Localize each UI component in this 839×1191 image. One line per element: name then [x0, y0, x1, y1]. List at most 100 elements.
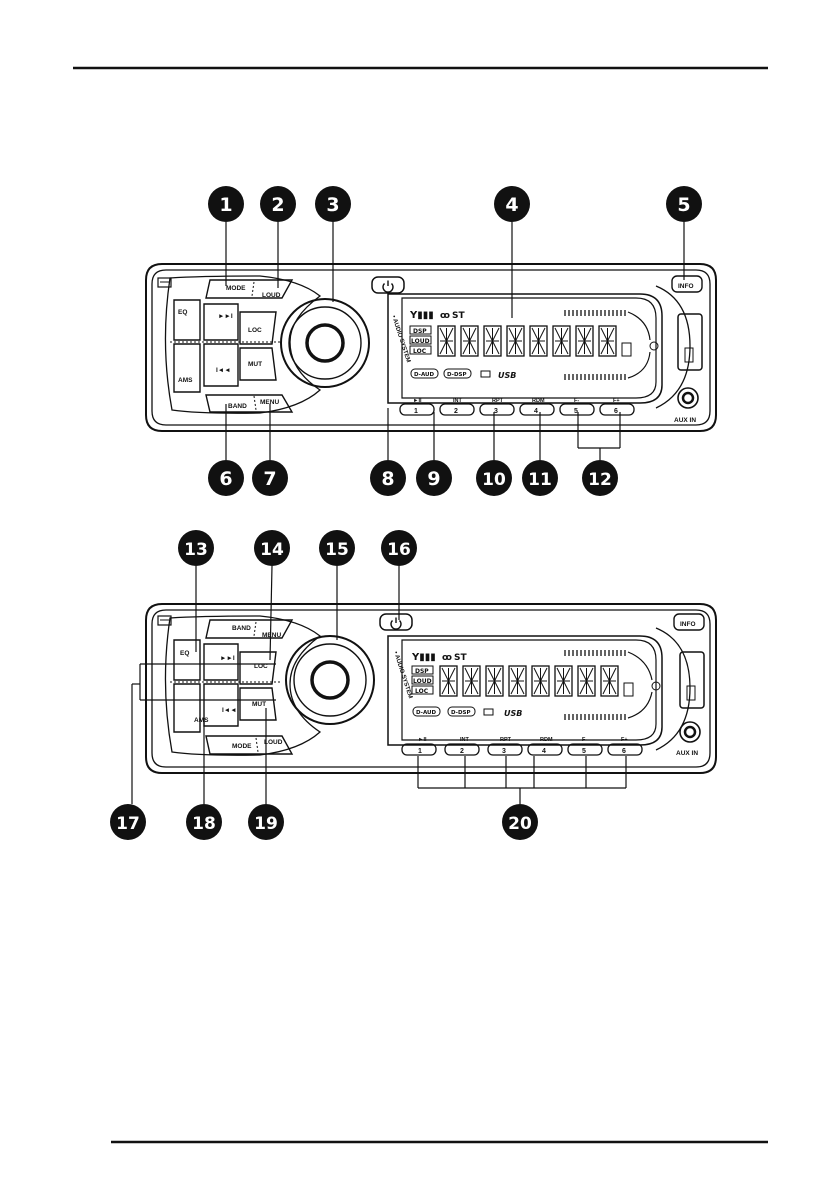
svg-text:1: 1 [414, 408, 418, 415]
callout-3 [315, 186, 351, 222]
svg-text:MODE: MODE [232, 743, 252, 750]
preset-2[interactable] [439, 403, 475, 416]
svg-text:13: 13 [184, 540, 208, 560]
callout-20 [502, 804, 538, 840]
mut-button[interactable] [239, 347, 277, 381]
aux-jack-2[interactable] [679, 721, 701, 743]
svg-text:DSP: DSP [413, 328, 427, 335]
callout-18 [186, 804, 222, 840]
spectrum-bars-2 [564, 650, 626, 720]
info-button-2[interactable] [673, 613, 705, 631]
svg-text:INFO: INFO [678, 283, 694, 290]
ams-button-2[interactable] [173, 683, 201, 733]
svg-text:RDM: RDM [540, 737, 553, 743]
loc-button[interactable] [239, 311, 277, 345]
svg-text:RPT: RPT [500, 737, 512, 743]
preset-5[interactable] [559, 403, 595, 416]
svg-text:I◄◄: I◄◄ [222, 707, 237, 714]
display-window-2 [387, 635, 663, 746]
eq-button[interactable] [173, 299, 201, 341]
svg-text:BAND: BAND [228, 403, 247, 410]
svg-text:18: 18 [192, 814, 216, 834]
svg-text:14: 14 [260, 540, 284, 560]
svg-text:F+: F+ [613, 398, 620, 404]
svg-text:20: 20 [508, 814, 532, 834]
callout-7 [252, 460, 288, 496]
svg-text:ꝏ: ꝏ [440, 311, 450, 321]
callout-15 [319, 530, 355, 566]
ams-button[interactable] [173, 343, 201, 393]
preset-4[interactable] [527, 743, 563, 756]
volume-knob-2[interactable] [285, 635, 375, 725]
preset-3[interactable] [479, 403, 515, 416]
svg-text:3: 3 [326, 194, 339, 216]
callout-19 [248, 804, 284, 840]
svg-text:9: 9 [427, 468, 440, 490]
svg-text:16: 16 [387, 540, 411, 560]
svg-text:3: 3 [502, 748, 506, 755]
svg-text:5: 5 [582, 748, 586, 755]
preset-1[interactable] [399, 403, 435, 416]
power-button-2[interactable] [379, 613, 413, 631]
mode-button-2[interactable] [205, 735, 294, 755]
callout-14 [254, 530, 290, 566]
usb-slot-2[interactable] [679, 651, 705, 709]
preset-1[interactable] [401, 743, 437, 756]
next-button-2[interactable] [203, 643, 239, 681]
svg-text:D-DSP: D-DSP [447, 372, 467, 378]
svg-text:2: 2 [460, 748, 464, 755]
svg-text:2: 2 [271, 194, 284, 216]
preset-2[interactable] [444, 743, 480, 756]
leader-lines-bottom [131, 565, 627, 804]
svg-text:AMS: AMS [194, 717, 209, 724]
callout-13 [178, 530, 214, 566]
svg-text:D-DSP: D-DSP [451, 710, 471, 716]
svg-text:Y▮▮▮: Y▮▮▮ [411, 652, 436, 663]
prev-button-2[interactable] [203, 683, 239, 727]
preset-buttons: ►II 1 INT 2 RPT 3 RDM 4 F- 5 F+ 6 [399, 398, 635, 416]
svg-text:5: 5 [574, 408, 578, 415]
svg-text:ꝏ: ꝏ [442, 653, 452, 663]
svg-text:15: 15 [325, 540, 349, 560]
svg-text:►►I: ►►I [218, 313, 233, 320]
preset-3[interactable] [487, 743, 523, 756]
svg-text:F+: F+ [621, 737, 628, 743]
band-button-2[interactable] [205, 619, 294, 639]
preset-6[interactable] [607, 743, 643, 756]
power-button[interactable] [371, 276, 405, 294]
preset-6[interactable] [599, 403, 635, 416]
faceplate-outline-2 [145, 603, 717, 774]
callouts-top: 1 2 3 4 5 6 7 8 9 10 11 12 [208, 186, 702, 496]
callouts-bottom: 13 14 15 16 17 18 19 20 [110, 530, 538, 840]
callout-8 [370, 460, 406, 496]
eq-button-2[interactable] [173, 639, 201, 681]
usb-slot[interactable] [677, 313, 703, 371]
svg-text:2: 2 [454, 408, 458, 415]
preset-4[interactable] [519, 403, 555, 416]
band-button[interactable] [205, 394, 294, 413]
svg-text:10: 10 [482, 470, 506, 490]
svg-text:INFO: INFO [680, 621, 696, 628]
next-button[interactable] [203, 303, 239, 341]
mut-button-2[interactable] [239, 687, 277, 721]
volume-knob[interactable] [280, 298, 370, 388]
svg-text:4: 4 [534, 408, 538, 415]
svg-text:MENU: MENU [262, 632, 281, 639]
svg-text:D-AUD: D-AUD [414, 372, 435, 378]
svg-text:I◄◄: I◄◄ [216, 367, 231, 374]
mode-button[interactable] [205, 279, 294, 299]
preset-5[interactable] [567, 743, 603, 756]
info-button[interactable] [671, 275, 703, 293]
svg-text:MODE: MODE [226, 285, 246, 292]
aux-jack[interactable] [677, 387, 699, 409]
release-icon[interactable] [157, 277, 172, 288]
release-icon-2[interactable] [157, 615, 172, 626]
svg-text:MENU: MENU [260, 399, 279, 406]
svg-text:USB: USB [498, 371, 516, 380]
svg-text:F-: F- [574, 398, 579, 404]
panel-bottom: BAND MENU EQ ►►I LOC AMS I◄◄ MUT MODE LO… [131, 565, 717, 804]
prev-button[interactable] [203, 343, 239, 387]
loc-button-2[interactable] [239, 651, 277, 685]
svg-text:INT: INT [460, 737, 470, 743]
